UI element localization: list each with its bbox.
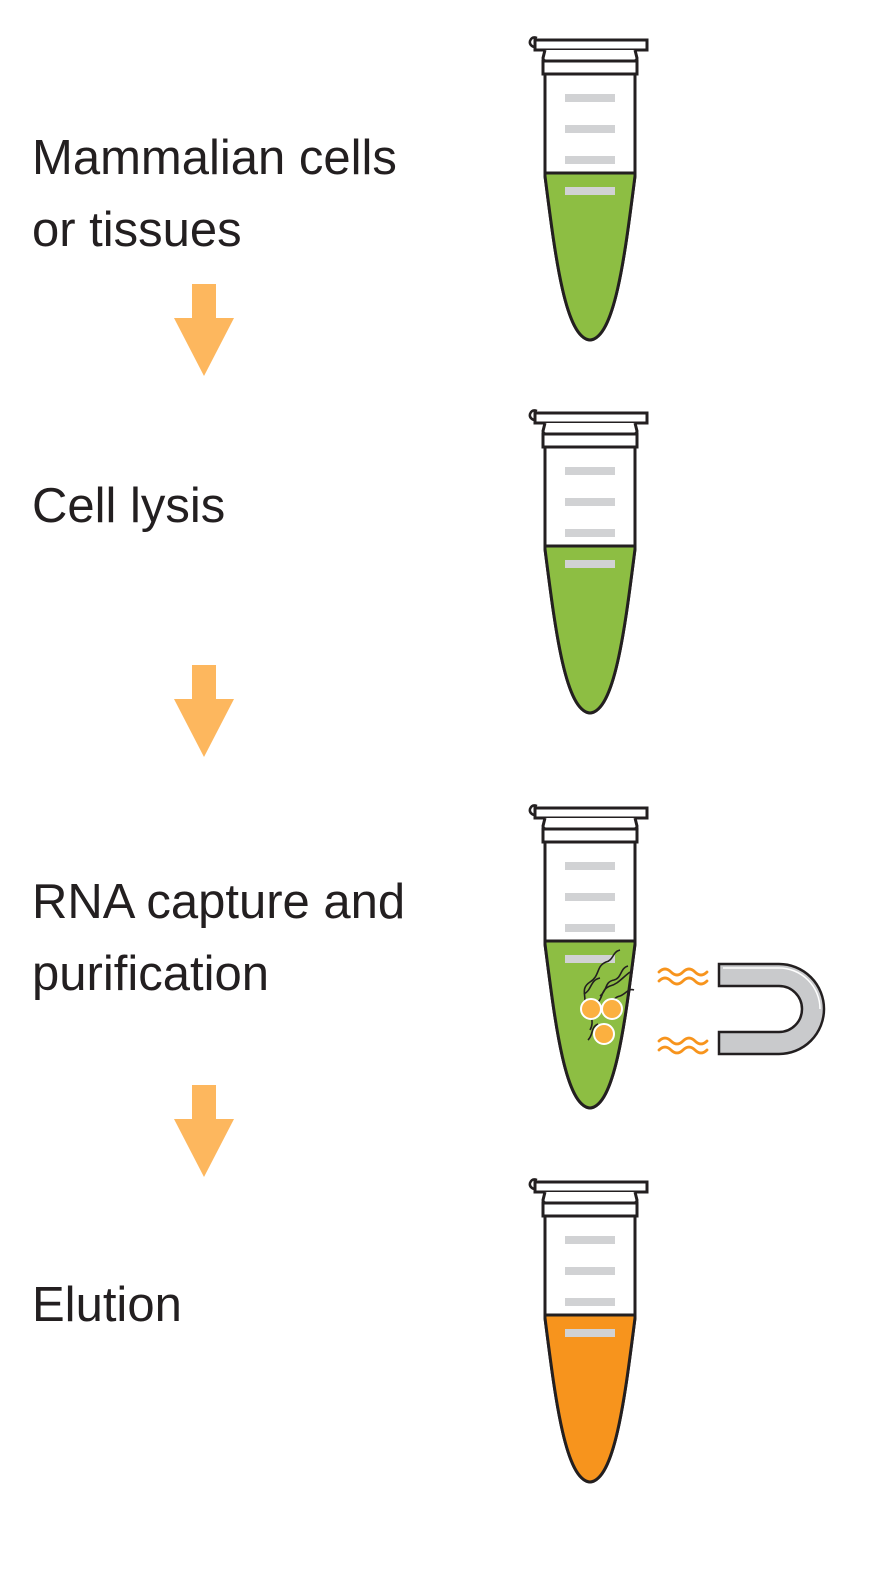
- down-arrow-icon: [174, 284, 234, 376]
- step-2-label: Cell lysis: [32, 479, 226, 533]
- step-4-label: Elution: [32, 1278, 182, 1332]
- microcentrifuge-tube-icon: [528, 408, 649, 715]
- microcentrifuge-tube-icon: [528, 803, 649, 1110]
- microcentrifuge-tube-icon: [528, 1177, 649, 1484]
- microcentrifuge-tube-icon: [528, 35, 649, 342]
- step-arrows: [174, 284, 234, 1177]
- magnetic-bead-icon: [580, 949, 635, 1045]
- magnetic-field-icon: [657, 967, 709, 1055]
- magnet-icon: [717, 962, 826, 1056]
- step-1-label: Mammalian cells or tissues: [32, 131, 397, 257]
- step-3-label: RNA capture and purification: [32, 875, 406, 1001]
- down-arrow-icon: [174, 665, 234, 757]
- down-arrow-icon: [174, 1085, 234, 1177]
